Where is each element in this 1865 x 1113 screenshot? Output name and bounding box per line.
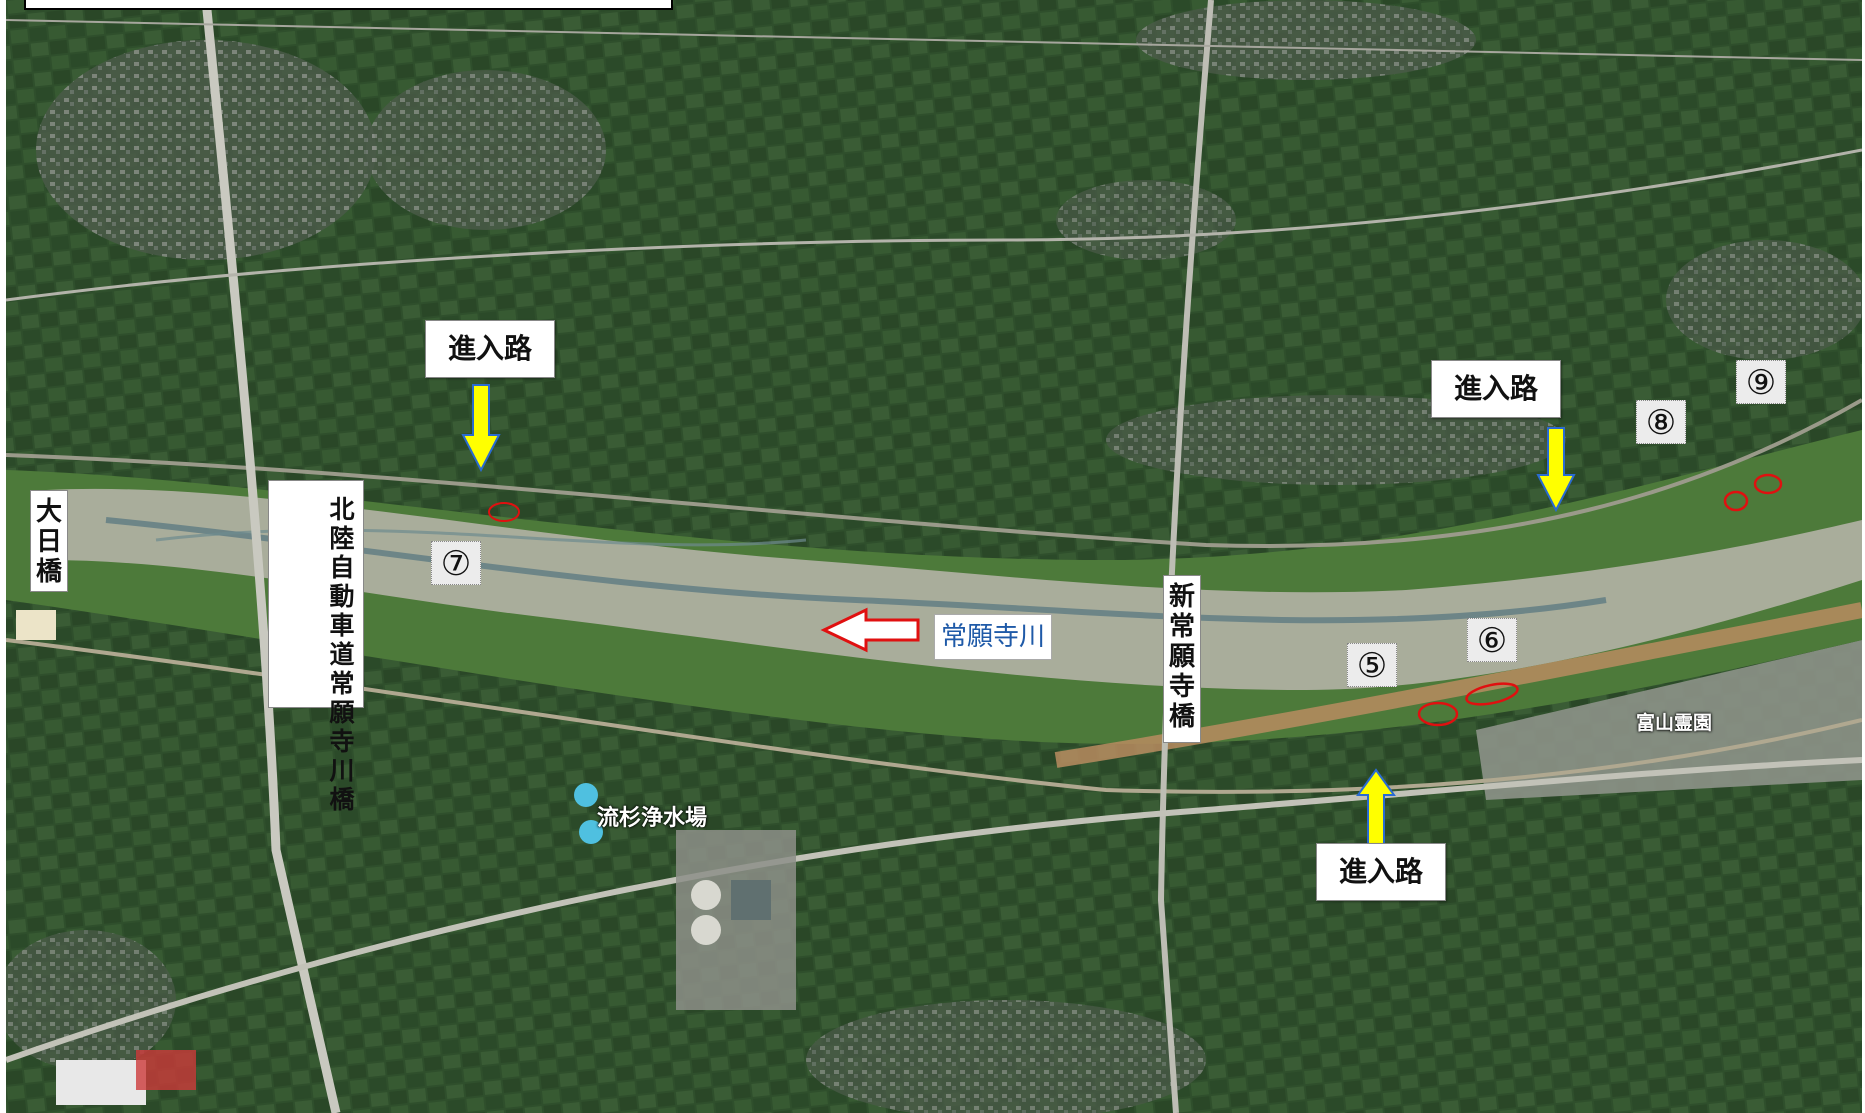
bridge-label-ohi: 大日橋	[30, 490, 68, 592]
entry-arrow-left	[461, 384, 501, 473]
entry-road-label-bottom: 進入路	[1316, 843, 1446, 901]
water-plant-label: 流杉浄水場	[597, 806, 708, 831]
entry-arrow-right	[1536, 427, 1576, 513]
entry-road-label-right: 進入路	[1431, 360, 1561, 418]
bridge-label-hokuriku: 北陸自動車道常願寺川橋	[268, 480, 364, 814]
marker-7: ⑦	[431, 541, 481, 585]
title-box	[24, 0, 673, 10]
marker-8: ⑧	[1636, 400, 1686, 444]
marker-6: ⑥	[1467, 618, 1517, 662]
site-circle-5	[1417, 701, 1459, 727]
bridge-label-shin: 新常願寺橋	[1163, 575, 1201, 743]
aerial-map: 進入路 進入路 進入路 常願寺川 大日橋 北陸自動車道常願寺川橋 新常願寺橋 ⑦…	[6, 0, 1862, 1113]
site-circle-7	[488, 502, 520, 522]
river-name-label: 常願寺川	[934, 614, 1053, 660]
cemetery-label: 富山霊園	[1636, 712, 1713, 734]
site-circle-6	[1465, 682, 1519, 706]
entry-road-label-left: 進入路	[425, 320, 555, 378]
river-flow-arrow	[820, 607, 920, 653]
marker-5: ⑤	[1347, 643, 1397, 687]
marker-9: ⑨	[1736, 360, 1786, 404]
site-circle-9	[1753, 473, 1783, 495]
bridge-label-hokuriku-text: 北陸自動車道常願寺川橋	[329, 495, 355, 814]
site-circle-8	[1723, 490, 1749, 512]
